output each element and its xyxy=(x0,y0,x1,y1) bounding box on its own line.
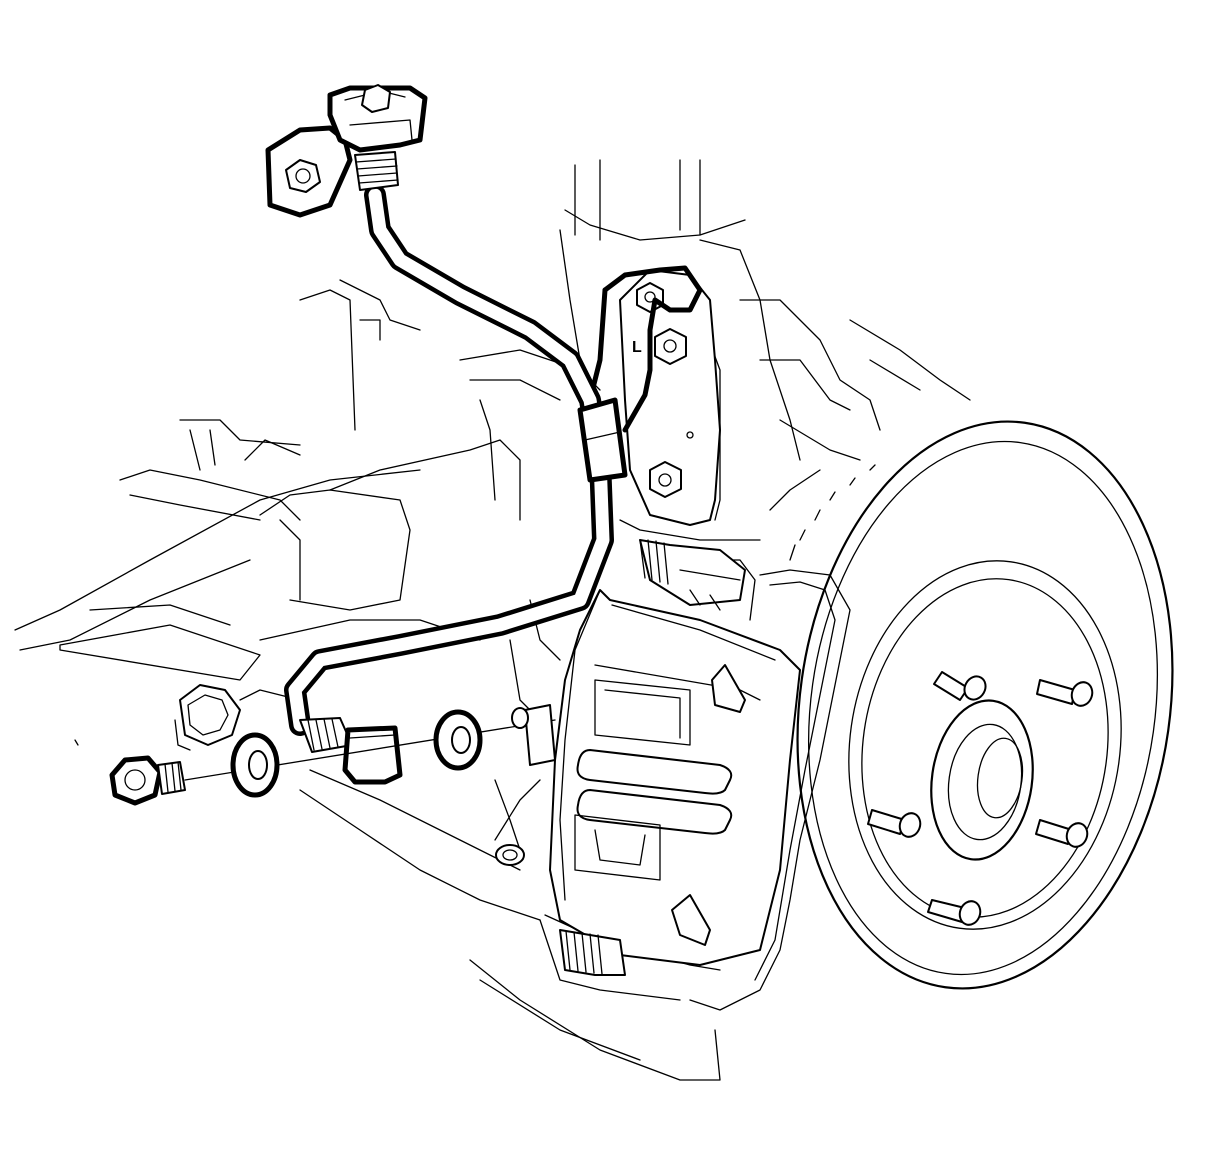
brake-hose xyxy=(284,184,614,736)
bracket-marker-label: L xyxy=(632,339,642,356)
frame-structure xyxy=(14,279,721,1081)
caliper-inlet-port xyxy=(511,704,556,766)
sealing-washer-outer xyxy=(230,732,280,798)
brake-caliper xyxy=(549,559,801,966)
frame-nut xyxy=(174,684,241,751)
wheel-studs xyxy=(867,671,1094,926)
banjo-fitting xyxy=(299,717,403,785)
wheel-stud xyxy=(867,809,922,838)
wheel-stud xyxy=(1035,819,1089,848)
wheel-stud xyxy=(933,671,987,701)
banjo-bolt xyxy=(109,755,186,806)
knuckle-bracket: L xyxy=(619,269,721,526)
brake-rotor xyxy=(769,420,1174,990)
bracket-bolt-lower xyxy=(649,461,682,498)
wheel-stud xyxy=(927,899,982,926)
caliper-guide-pins xyxy=(559,539,746,976)
hose-grommet-clip xyxy=(577,397,628,483)
hose-grommet-seam xyxy=(584,431,621,441)
upper-hose-fitting xyxy=(265,84,428,218)
sealing-washer-inner xyxy=(433,709,483,771)
hose-bracket-outline xyxy=(602,265,703,433)
wheel-stud xyxy=(1036,679,1094,707)
bracket-bolt-upper xyxy=(636,282,664,313)
bracket-bolt-middle xyxy=(654,328,687,365)
